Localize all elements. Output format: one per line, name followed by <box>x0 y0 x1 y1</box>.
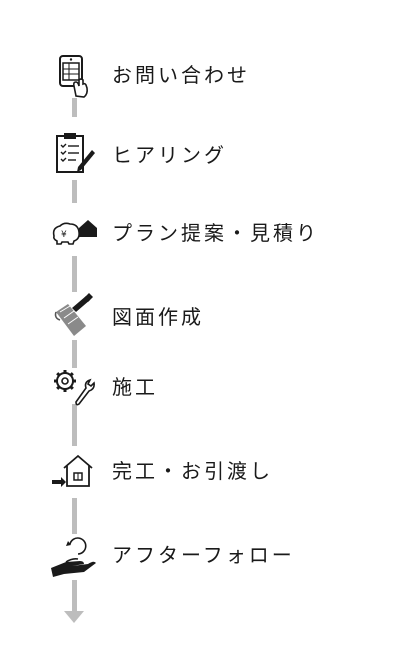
hand-care-icon <box>44 530 102 580</box>
step-handover: 完工・お引渡し <box>44 446 384 496</box>
step-label: アフターフォロー <box>112 543 295 567</box>
flow-connector <box>72 180 77 203</box>
step-label: プラン提案・見積り <box>112 221 319 245</box>
flow-connector <box>72 498 77 534</box>
flow-connector <box>72 256 77 292</box>
house-handover-icon <box>44 446 102 496</box>
phone-tap-icon <box>44 50 102 100</box>
step-label: お問い合わせ <box>112 63 250 87</box>
arrow-down-icon <box>64 611 84 623</box>
step-drawing: 図面作成 <box>44 292 384 342</box>
clipboard-pen-icon <box>44 130 102 180</box>
flow-connector <box>72 340 77 368</box>
step-plan-estimate: ¥ プラン提案・見積り <box>44 208 384 258</box>
step-label: 完工・お引渡し <box>112 459 273 483</box>
flow-connector <box>72 580 77 613</box>
step-construction: 施工 <box>44 362 384 412</box>
step-after-follow: アフターフォロー <box>44 530 384 580</box>
step-label: 図面作成 <box>112 305 204 329</box>
blueprint-pen-icon <box>44 292 102 342</box>
svg-text:¥: ¥ <box>61 230 67 240</box>
flow-connector <box>72 404 77 446</box>
gear-wrench-icon <box>44 362 102 412</box>
step-label: 施工 <box>112 375 158 399</box>
step-hearing: ヒアリング <box>44 130 384 180</box>
step-inquiry: お問い合わせ <box>44 50 384 100</box>
flow-connector <box>72 98 77 117</box>
piggybank-house-icon: ¥ <box>44 208 102 258</box>
step-label: ヒアリング <box>112 143 227 167</box>
